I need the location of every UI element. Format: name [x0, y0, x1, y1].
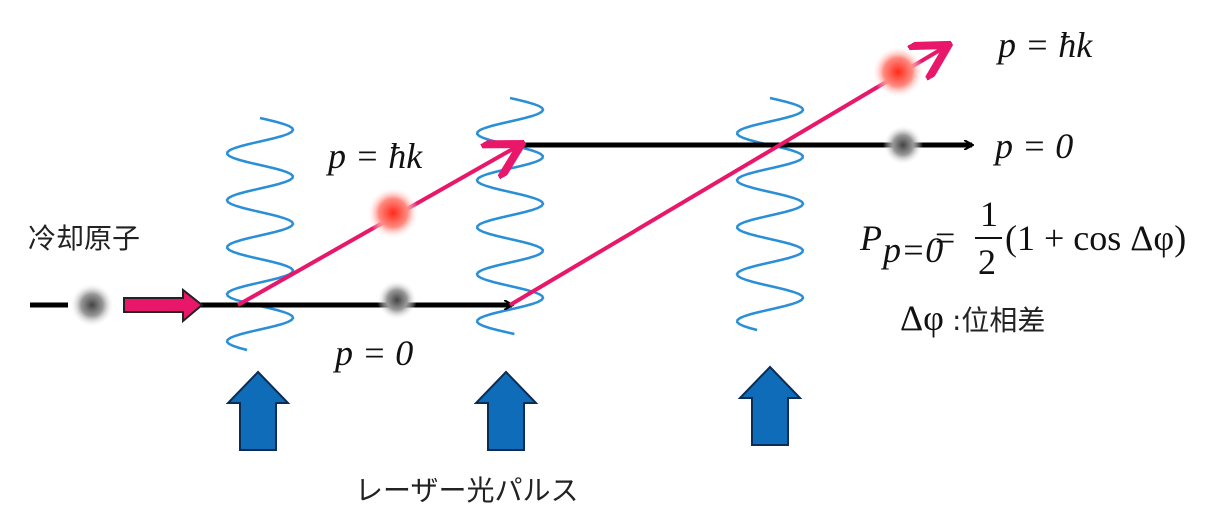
- laser-pulse-arrow-icon: [737, 365, 803, 446]
- svg-text:1: 1: [980, 194, 998, 234]
- laser-wave-3: [735, 96, 805, 332]
- svg-text:=: =: [935, 218, 955, 258]
- svg-text:P: P: [859, 218, 882, 258]
- momentum-label-0: p = 0: [332, 333, 413, 373]
- incoming-arrow-icon: [123, 287, 204, 324]
- laser-pulse-label: レーザー光パルス: [355, 474, 578, 507]
- atom-phk-upper: [367, 187, 419, 239]
- laser-wave-1: [225, 116, 295, 352]
- svg-text:2: 2: [978, 242, 996, 282]
- output-label-hk: p = ħk: [995, 25, 1093, 65]
- phase-difference-label: :位相差: [952, 304, 1045, 337]
- cold-atom-label: 冷却原子: [28, 222, 140, 255]
- atom-p0-output: [883, 125, 923, 165]
- probability-formula: P p=0 = 1 2 (1 + cos Δφ): [859, 194, 1186, 282]
- laser-wave-2: [475, 96, 545, 336]
- cold-atom: [70, 283, 114, 327]
- laser-pulse-arrow-icon: [473, 370, 539, 451]
- atom-phk-output: [872, 46, 924, 98]
- laser-pulse-arrow-icon: [225, 370, 291, 451]
- output-label-0: p = 0: [992, 126, 1073, 166]
- lower-path-phk: [508, 47, 945, 307]
- atom-p0-lower: [377, 280, 417, 320]
- phase-symbol: Δφ: [900, 298, 944, 338]
- svg-text:p=0: p=0: [880, 230, 943, 270]
- svg-text:(1 + cos Δφ): (1 + cos Δφ): [1005, 218, 1186, 258]
- momentum-label-hk: p = ħk: [325, 136, 423, 176]
